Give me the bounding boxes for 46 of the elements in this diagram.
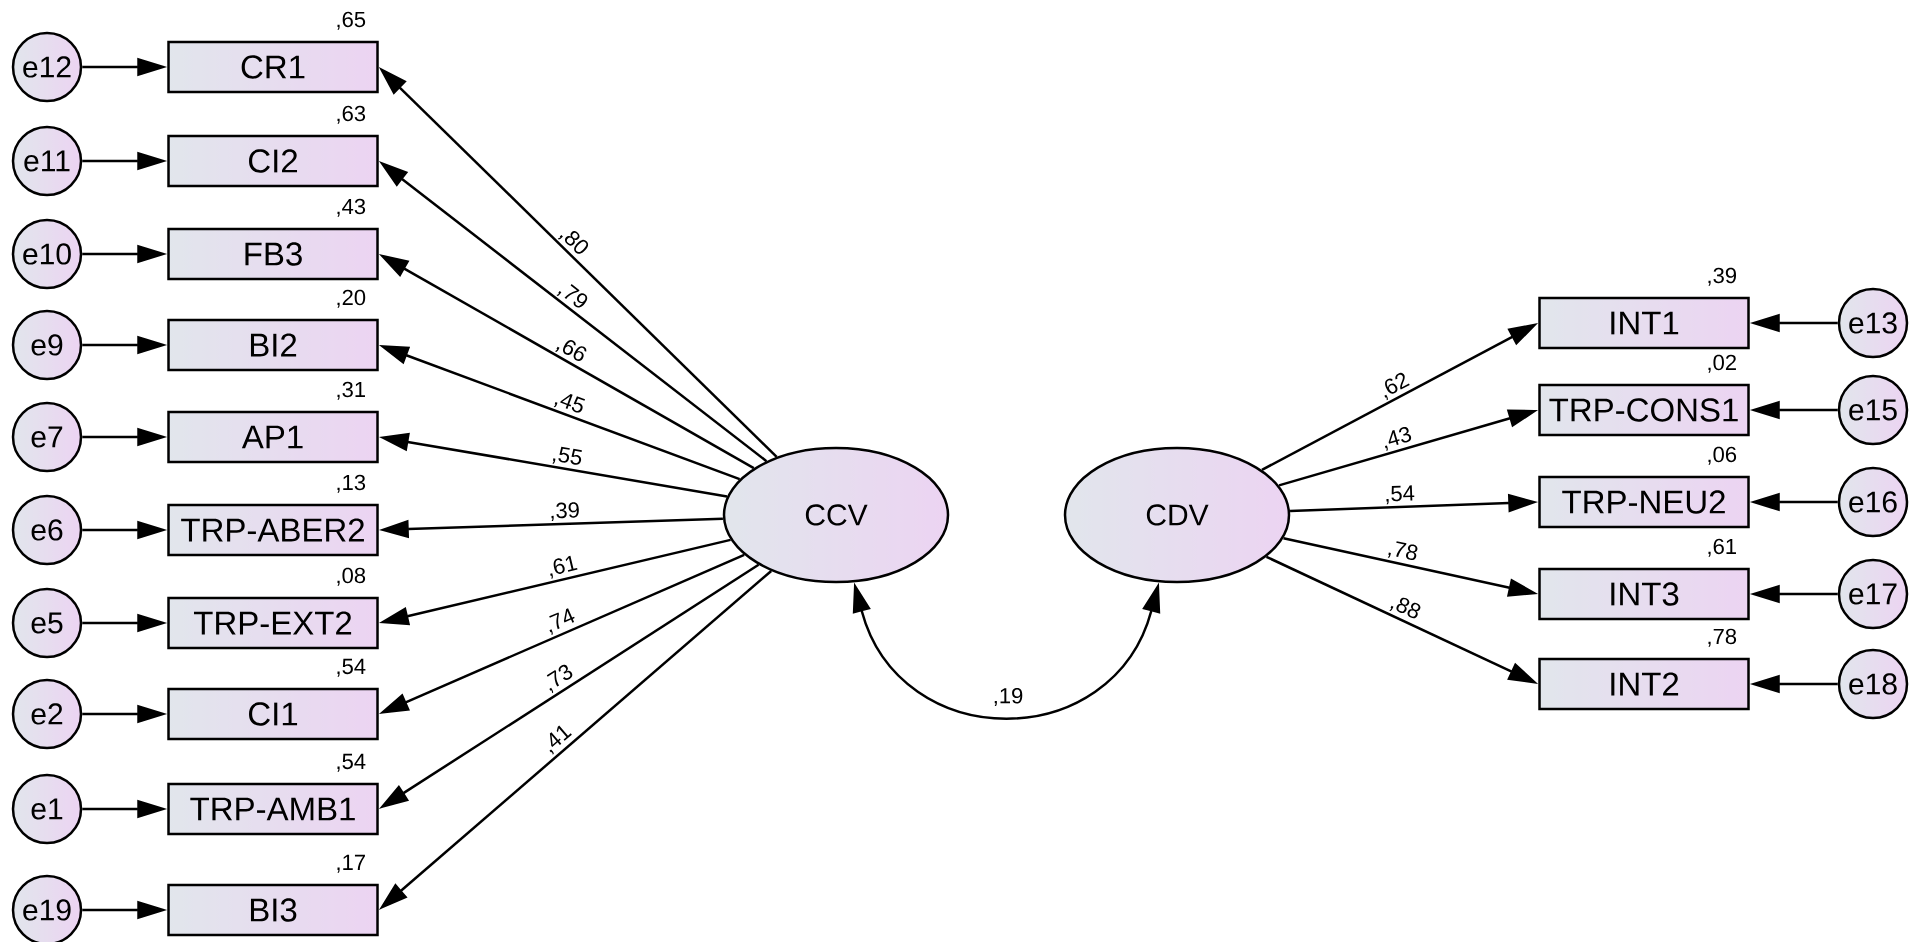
edge-label: ,66 [555,340,587,362]
variable-box: INT1 [1538,296,1750,350]
value-label: ,13 [337,474,366,493]
variable-box: INT3 [1538,567,1750,621]
variable-box: CI2 [167,134,379,188]
variable-box: BI2 [167,318,379,372]
value-label: ,06 [1708,446,1737,465]
edge-label: ,62 [1384,372,1410,401]
variable-box: TRP-CONS1 [1538,383,1750,437]
variable-box: CR1 [167,40,379,94]
variable-box: TRP-AMB1 [167,782,379,836]
edge-label: ,43 [1384,426,1412,451]
variable-box: FB3 [167,227,379,281]
variable-box: BI3 [167,883,379,937]
value-label: ,08 [337,567,366,586]
variable-box: AP1 [167,410,379,464]
value-label: ,31 [337,381,365,400]
edge-label: ,61 [550,555,578,579]
value-label: ,43 [337,198,366,217]
edge-label: ,54 [1386,485,1415,505]
edge-label: ,39 [551,502,579,522]
variable-box: TRP-NEU2 [1538,475,1750,529]
value-label: ,78 [1708,628,1737,647]
edge-label: ,73 [546,664,573,694]
edge-label: ,41 [549,725,572,755]
value-label: ,54 [337,658,366,677]
edge-label: ,55 [552,446,582,465]
edge-label: ,78 [1387,541,1418,561]
value-label: ,63 [337,105,366,124]
variable-box: TRP-ABER2 [167,503,379,557]
edge-label: ,79 [556,284,588,308]
value-label: ,65 [337,11,366,30]
variable-box: TRP-EXT2 [167,596,379,650]
edge-label: ,80 [557,231,589,254]
value-label: ,61 [1708,538,1736,557]
variable-box: INT2 [1538,657,1750,711]
edge-label: ,74 [549,608,575,635]
edge-label: ,19 [994,687,1023,707]
value-label: ,54 [337,753,366,772]
value-label: ,02 [1708,354,1736,373]
value-label: ,17 [337,854,365,873]
edge-label: ,88 [1389,597,1421,619]
value-label: ,20 [337,289,366,308]
edge-label: ,45 [553,394,585,413]
value-label: ,39 [1708,267,1736,286]
variable-box: CI1 [167,687,379,741]
